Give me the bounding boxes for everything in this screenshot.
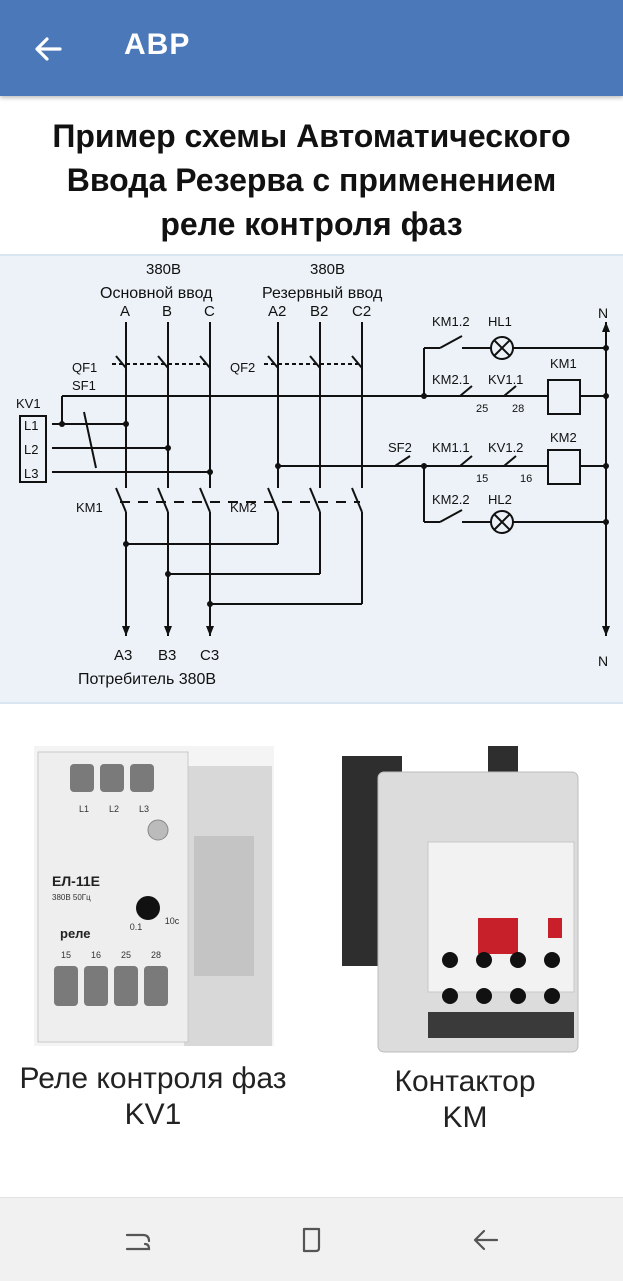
relay-spec: 380В 50Гц [52,893,91,902]
page-title-line: реле контроля фаз [160,206,463,242]
relay-terminal-28: 28 [151,950,161,960]
label-sf2: SF2 [388,440,412,455]
label-25: 25 [476,403,488,415]
relay-terminal-l3: L3 [139,804,149,814]
label-hl2: HL2 [488,492,512,507]
label-main-voltage: 380В [146,261,181,278]
page-title-line: Ввода Резерва с применением [66,162,557,198]
label-qf1: QF1 [72,360,97,375]
label-phase-c2: C2 [352,303,371,320]
relay-photo: L1 L2 L3 0.1 10с 15 16 25 28 ЕЛ-11Е 380В… [34,746,274,1046]
page-title-line: Пример схемы Автоматического [52,118,571,154]
label-16: 16 [520,473,532,485]
relay-caption-line1: Реле контроля фаз [19,1062,287,1095]
label-kv1-2: KV1.2 [488,440,523,455]
label-kv1: KV1 [16,396,41,411]
label-l3: L3 [24,466,38,481]
nav-back-icon [473,1229,499,1251]
label-15: 15 [476,473,488,485]
label-km2: KM2 [230,500,257,515]
circuit-diagram: 380В 380В Основной ввод Резервный ввод A… [0,254,623,704]
label-main-input: Основной ввод [100,285,213,302]
home-button[interactable] [290,1218,334,1262]
app-title: АВР [124,28,191,61]
label-reserve-input: Резервный ввод [262,285,383,302]
contactor-caption-line2: KM [442,1101,488,1134]
label-kv1-1: KV1.1 [488,372,523,387]
page-title: Пример схемы Автоматического Ввода Резер… [0,114,623,246]
home-icon [302,1227,321,1253]
relay-dial-min: 0.1 [130,922,143,932]
label-km1: KM1 [76,500,103,515]
label-reserve-voltage: 380В [310,261,345,278]
label-km1-1: KM1.1 [432,440,470,455]
label-hl1: HL1 [488,314,512,329]
contactor-photo [338,742,588,1062]
relay-model: ЕЛ-11Е [52,873,100,889]
contactor-caption: Контактор KM [340,1064,590,1136]
relay-dial-max: 10с [165,916,180,926]
label-km2-coil: KM2 [550,430,577,445]
recent-apps-button[interactable] [116,1218,160,1262]
label-km1-coil: KM1 [550,356,577,371]
relay-terminal-l1: L1 [79,804,89,814]
label-km1-2: KM1.2 [432,314,470,329]
back-button[interactable] [22,26,74,72]
relay-terminal-l2: L2 [109,804,119,814]
label-sf1: SF1 [72,378,96,393]
label-phase-b2: B2 [310,303,328,320]
relay-caption-line2: KV1 [124,1098,182,1131]
relay-caption: Реле контроля фаз KV1 [0,1061,306,1133]
label-consumer: Потребитель 380В [78,671,216,688]
label-n-bottom: N [598,653,608,669]
label-28: 28 [512,403,524,415]
content-scroll[interactable]: Пример схемы Автоматического Ввода Резер… [0,96,623,1196]
relay-terminal-25: 25 [121,950,131,960]
circuit-diagram-svg: 380В 380В Основной ввод Резервный ввод A… [16,261,610,688]
label-phase-b: B [162,303,172,320]
label-phase-a3: A3 [114,647,132,664]
system-nav-bar [0,1197,623,1281]
label-phase-c3: C3 [200,647,219,664]
label-phase-a: A [120,303,130,320]
app-bar: АВР [0,0,623,96]
relay-brand: реле [60,926,91,941]
recent-apps-icon [125,1233,151,1251]
contactor-caption-line1: Контактор [394,1065,536,1098]
label-phase-c: C [204,303,215,320]
arrow-back-icon [35,37,62,61]
label-n-top: N [598,305,608,321]
label-l2: L2 [24,442,38,457]
label-km2-1: KM2.1 [432,372,470,387]
label-l1: L1 [24,418,38,433]
nav-back-button[interactable] [464,1218,508,1262]
diagram-labels: 380В 380В Основной ввод Резервный ввод A… [16,261,608,688]
relay-terminal-15: 15 [61,950,71,960]
label-phase-b3: B3 [158,647,176,664]
label-km2-2: KM2.2 [432,492,470,507]
relay-terminal-16: 16 [91,950,101,960]
label-phase-a2: A2 [268,303,286,320]
label-qf2: QF2 [230,360,255,375]
